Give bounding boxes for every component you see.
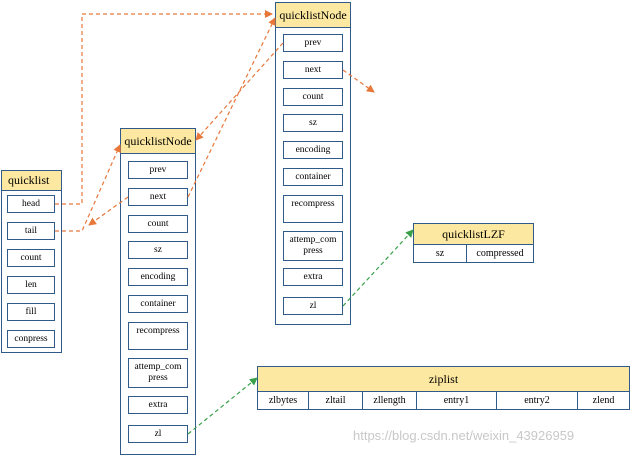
ziplist-field-zlend: zlend (577, 392, 630, 410)
node1-field-prev: prev (128, 161, 188, 179)
arrow-node2-prev-to-node1 (195, 42, 284, 141)
arrow-node2-zl-to-lzf (342, 229, 414, 307)
lzf-field-sz: sz (413, 245, 467, 263)
node1-field-count: count (128, 215, 188, 233)
quicklist-field-conpress: conpress (7, 330, 55, 348)
node2-field-container: container (283, 168, 343, 186)
ziplist-field-entry1: entry1 (416, 392, 497, 410)
node2-field-zl: zl (283, 297, 343, 315)
quicklist-lzf-title: quicklistLZF (413, 223, 534, 245)
quicklist-title: quicklist (1, 170, 62, 191)
node2-field-attemp-compress: attemp_com press (283, 231, 343, 261)
quicklist-node-1-title: quicklistNode (120, 128, 196, 154)
ziplist-field-zltail: zltail (308, 392, 363, 410)
ziplist-field-entry2: entry2 (496, 392, 578, 410)
ziplist-title: ziplist (257, 366, 630, 392)
quicklist-field-fill: fill (7, 303, 55, 321)
quicklist-field-head: head (7, 195, 55, 213)
node1-field-attemp-compress: attemp_com press (128, 358, 188, 388)
node2-field-encoding: encoding (283, 141, 343, 159)
arrow-node1-zl-to-ziplist (187, 377, 258, 435)
ziplist-field-zlbytes: zlbytes (257, 392, 309, 410)
node2-field-extra: extra (283, 268, 343, 286)
node1-field-sz: sz (128, 241, 188, 259)
node1-field-next: next (128, 188, 188, 206)
node2-field-count: count (283, 88, 343, 106)
node1-field-recompress: recompress (128, 322, 188, 350)
quicklist-field-len: len (7, 276, 55, 294)
arrow-tail-to-node1 (55, 144, 121, 232)
ziplist-field-zllength: zllength (362, 392, 417, 410)
watermark-url: https://blog.csdn.net/weixin_43926959 (353, 428, 575, 443)
node1-field-encoding: encoding (128, 268, 188, 286)
arrow-node1-next-to-node2 (187, 17, 276, 198)
node2-field-recompress: recompress (283, 195, 343, 223)
node2-field-next: next (283, 61, 343, 79)
node2-field-sz: sz (283, 114, 343, 132)
quicklist-node-2-title: quicklistNode (275, 2, 351, 28)
quicklist-field-tail: tail (7, 222, 55, 240)
quicklist-field-count: count (7, 249, 55, 267)
node1-field-zl: zl (128, 425, 188, 443)
node1-field-container: container (128, 295, 188, 313)
node2-field-prev: prev (283, 34, 343, 52)
lzf-field-compressed: compressed (466, 245, 534, 263)
node1-field-extra: extra (128, 396, 188, 414)
